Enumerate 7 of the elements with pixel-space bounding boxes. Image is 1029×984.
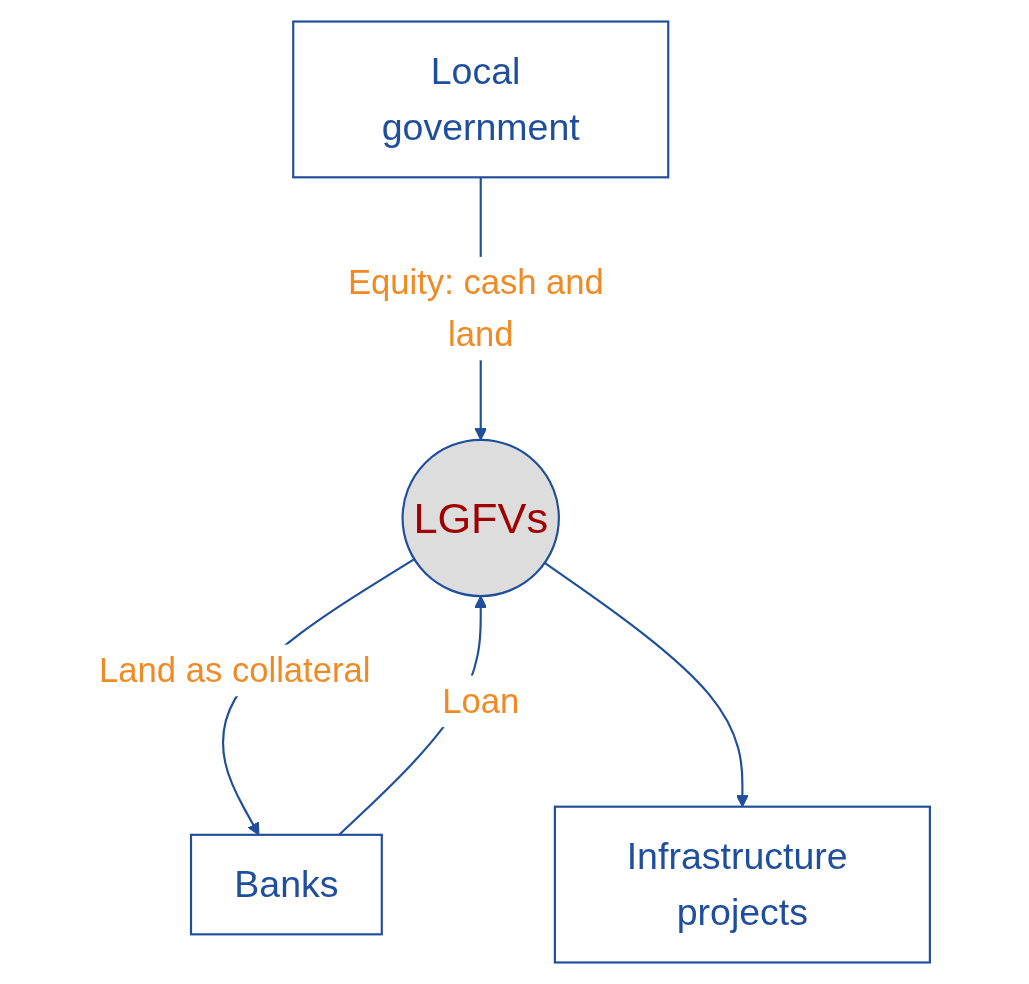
node-box: Infrastructure projects [553,805,931,964]
edge-label: Loan [442,681,520,721]
edge-label: Equity: cash and land [347,262,604,354]
node-circle: LGFVs [401,438,560,598]
edge-label: Land as collateral [99,650,371,690]
node-box: Banks [189,833,383,936]
node-box: Local government [292,20,670,179]
